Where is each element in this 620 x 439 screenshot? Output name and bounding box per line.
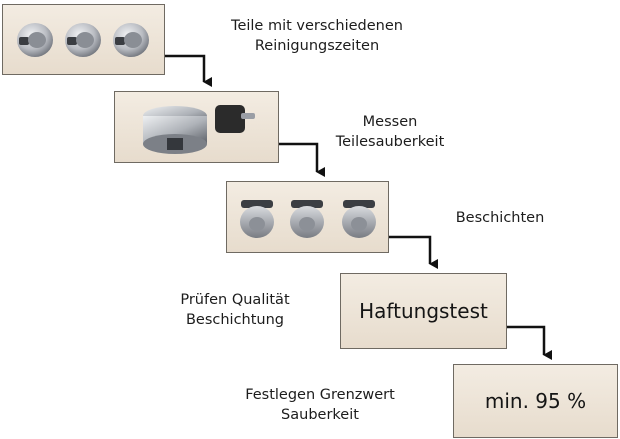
cleanliness-sensor-icon [215, 105, 255, 133]
piston-icon [342, 200, 376, 238]
step5-label: Festlegen Grenzwert Sauberkeit [240, 385, 400, 425]
arrow-connector [507, 325, 552, 360]
piston-icon [143, 106, 207, 154]
piston-icon [65, 23, 101, 57]
adhesion-test-text: Haftungstest [359, 299, 488, 323]
step3-label: Beschichten [450, 208, 550, 228]
arrow-connector [165, 54, 212, 87]
piston-icon [113, 23, 149, 57]
step3-coating-box [226, 181, 389, 253]
step3-label-line1: Beschichten [455, 210, 545, 226]
step1-parts-box [2, 4, 165, 75]
piston-icon [240, 200, 274, 238]
limit-value-text: min. 95 % [484, 389, 587, 413]
step4-adhesion-test-box: Haftungstest [340, 273, 507, 349]
step5-label-line1: Festlegen Grenzwert [245, 387, 395, 403]
step4-label-line2: Beschichtung [185, 312, 285, 328]
step1-label: Teile mit verschiedenen Reinigungszeiten [195, 16, 439, 56]
step2-label: Messen Teilesauberkeit [330, 112, 450, 152]
arrow-connector [279, 142, 325, 177]
step2-label-line2: Teilesauberkeit [335, 134, 445, 150]
step4-label-line1: Prüfen Qualität [180, 292, 290, 308]
step2-measure-box [114, 91, 279, 163]
step5-limit-box: min. 95 % [453, 364, 618, 438]
piston-icon [17, 23, 53, 57]
arrow-connector [389, 235, 438, 269]
step4-label: Prüfen Qualität Beschichtung [165, 290, 305, 330]
step1-label-line2: Reinigungszeiten [254, 38, 380, 54]
step2-label-line1: Messen [362, 114, 418, 130]
step1-label-line1: Teile mit verschiedenen [231, 18, 403, 34]
step5-label-line2: Sauberkeit [281, 407, 359, 423]
piston-icon [290, 200, 324, 238]
